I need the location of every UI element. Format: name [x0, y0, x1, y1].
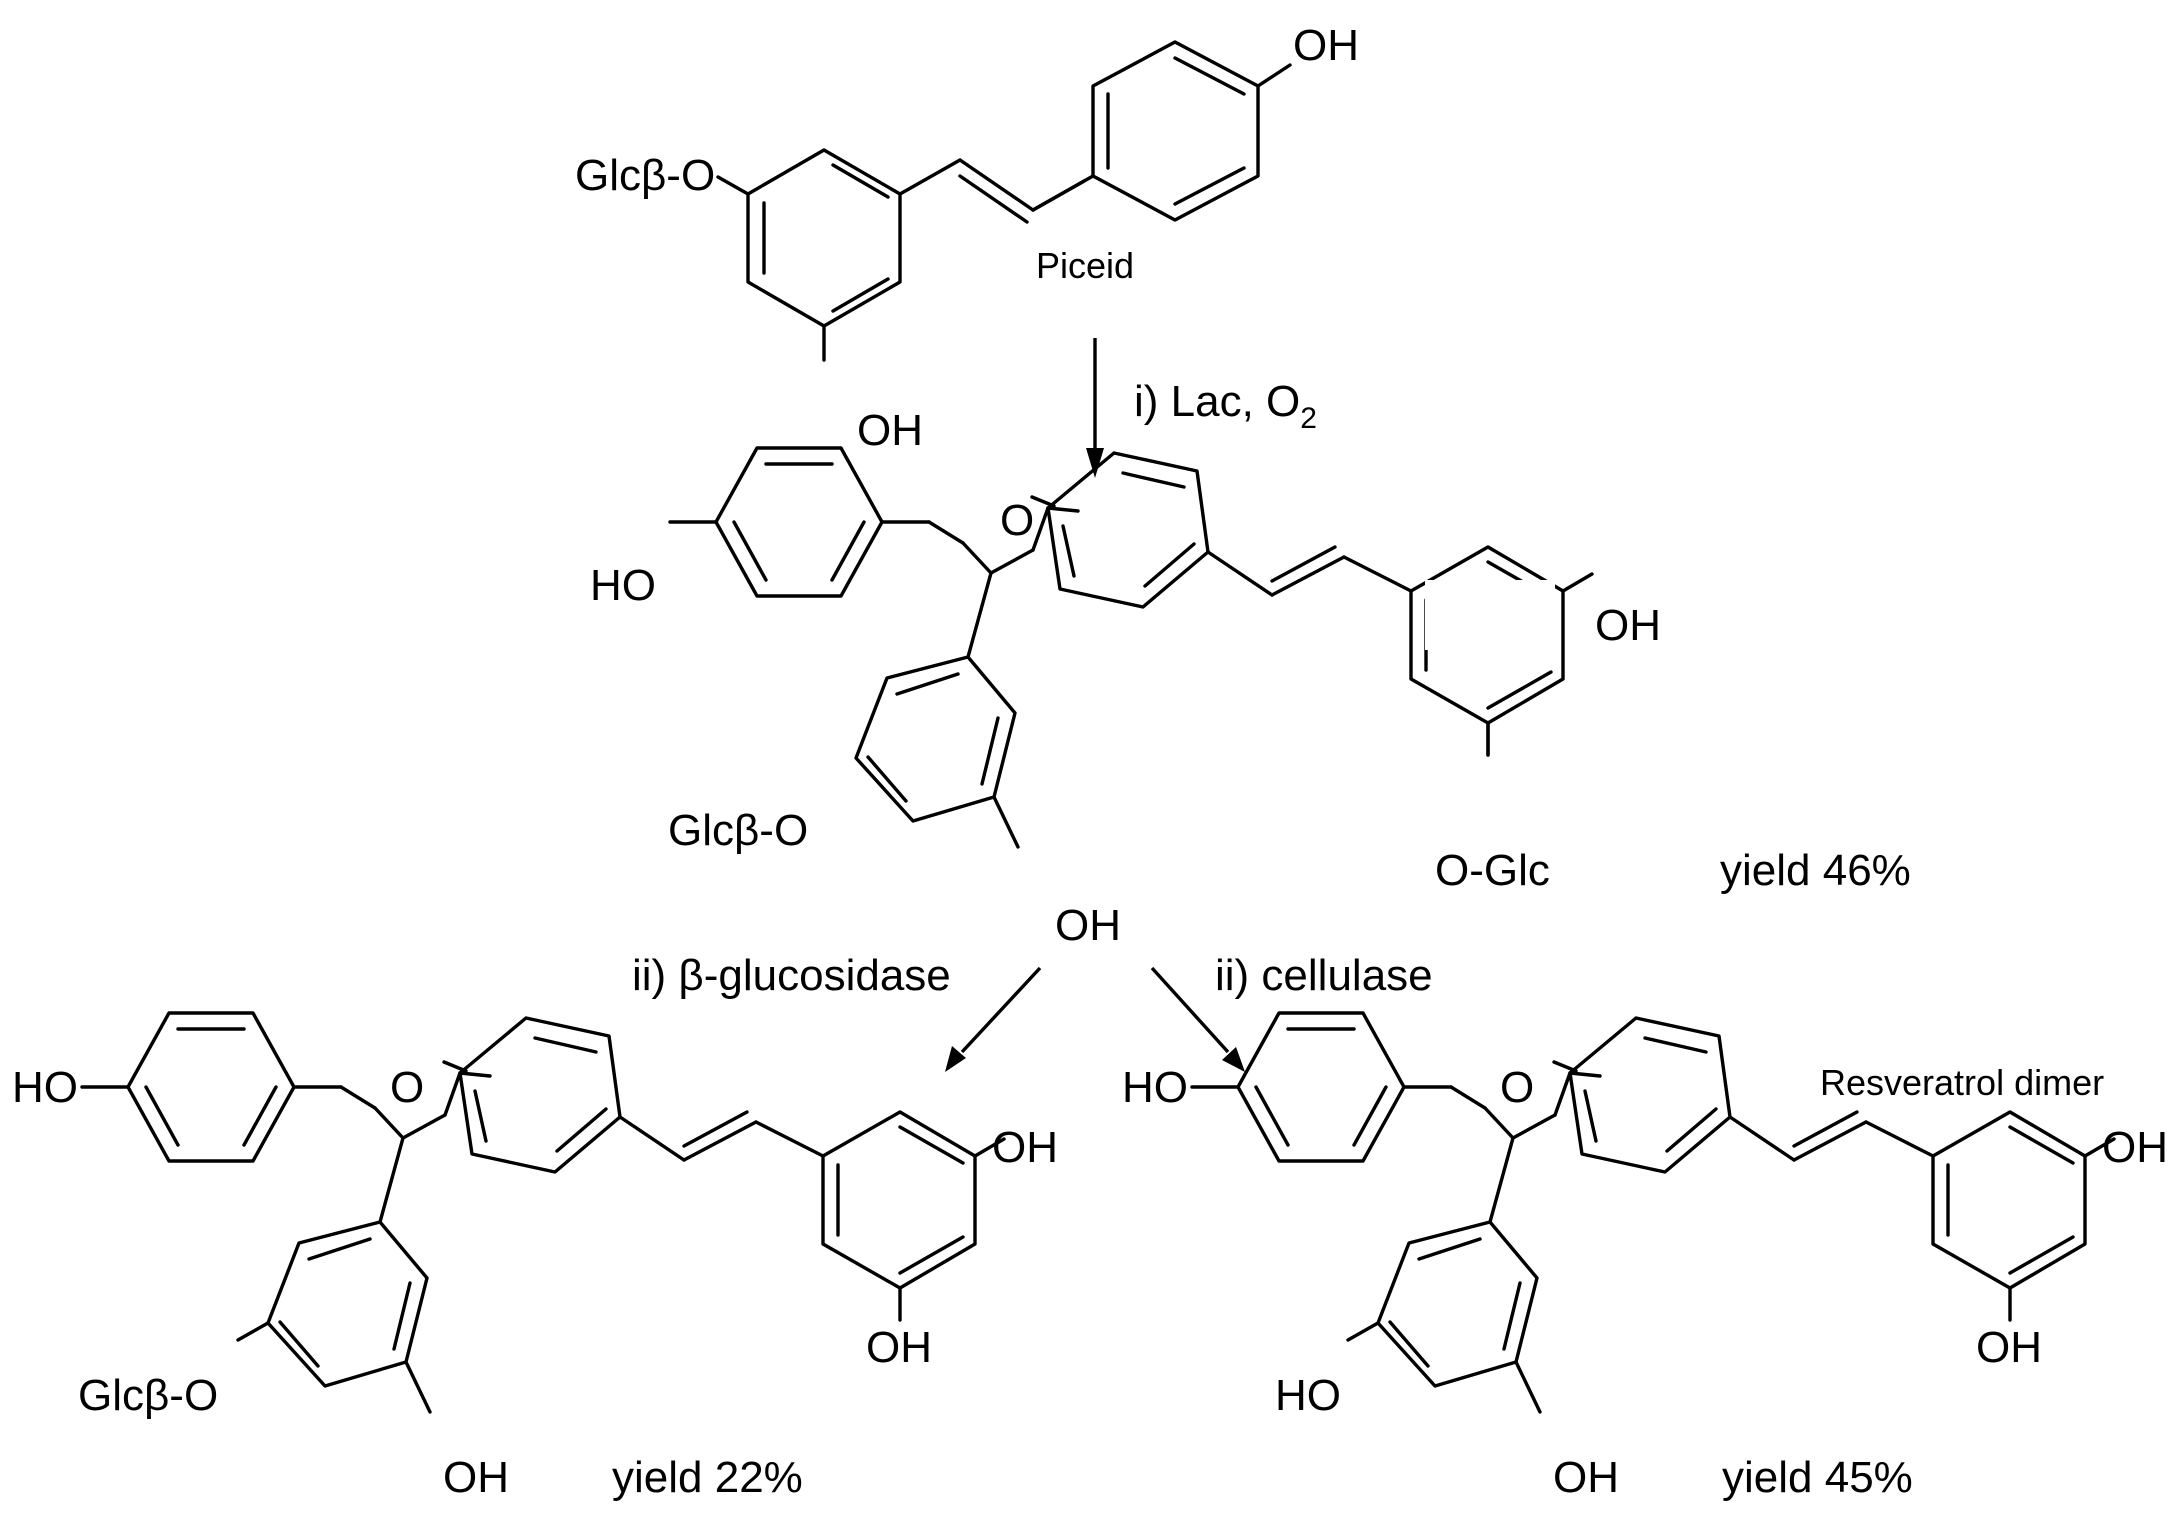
- resveratrol-dimer-name: Resveratrol dimer: [1820, 1062, 2104, 1103]
- product1-oh-bottom-label: OH: [443, 1453, 509, 1502]
- intermediate-glc-o-label: Glcβ-O: [668, 806, 808, 855]
- step1-conditions: i) Lac, O2: [1134, 377, 1317, 435]
- product1-yield: yield 22%: [612, 1453, 803, 1502]
- product1-oh-lower-label: OH: [866, 1323, 932, 1372]
- reaction-arrow-step2a: [945, 966, 1042, 1072]
- intermediate-o-glc-label: O-Glc: [1435, 846, 1550, 895]
- step1-text: i) Lac, O: [1134, 377, 1300, 426]
- step2a-conditions: ii) β-glucosidase: [632, 951, 951, 1000]
- intermediate-ho-label: HO: [590, 561, 656, 610]
- intermediate-yield: yield 46%: [1720, 846, 1911, 895]
- piceid-glc-o-label: Glcβ-O: [575, 151, 715, 200]
- product2-ho-ring-label: HO: [1275, 1371, 1341, 1420]
- product2-oh-bottom-label: OH: [1553, 1453, 1619, 1502]
- step2b-conditions: ii) cellulase: [1215, 951, 1433, 1000]
- intermediate-o-ring-label: O: [1000, 496, 1034, 545]
- product2-oh-lower-label: OH: [1976, 1323, 2042, 1372]
- piceid-name: Piceid: [1036, 245, 1134, 286]
- piceid-phenol-ring: [822, 30, 1315, 362]
- product2-o-ring-label: O: [1500, 1063, 1534, 1112]
- intermediate-oh-bottom-label: OH: [1055, 901, 1121, 950]
- product2-ho-label: HO: [1122, 1063, 1188, 1112]
- intermediate-oh-right-label: OH: [1595, 601, 1661, 650]
- product1-oh-upper-label: OH: [992, 1123, 1058, 1172]
- piceid-oh-top-label: OH: [1293, 21, 1359, 70]
- product2-yield: yield 45%: [1722, 1453, 1913, 1502]
- product2-oh-upper-label: OH: [2102, 1123, 2168, 1172]
- step1-subscript: 2: [1300, 402, 1317, 435]
- reaction-arrow-step2b: [1150, 966, 1245, 1072]
- product1-ho-label: HO: [12, 1063, 78, 1112]
- product1-o-ring-label: O: [390, 1063, 424, 1112]
- piceid-oh-bottom-label: OH: [857, 406, 923, 455]
- product1-glc-o-label: Glcβ-O: [78, 1371, 218, 1420]
- reaction-arrow-step1: [1086, 338, 1104, 478]
